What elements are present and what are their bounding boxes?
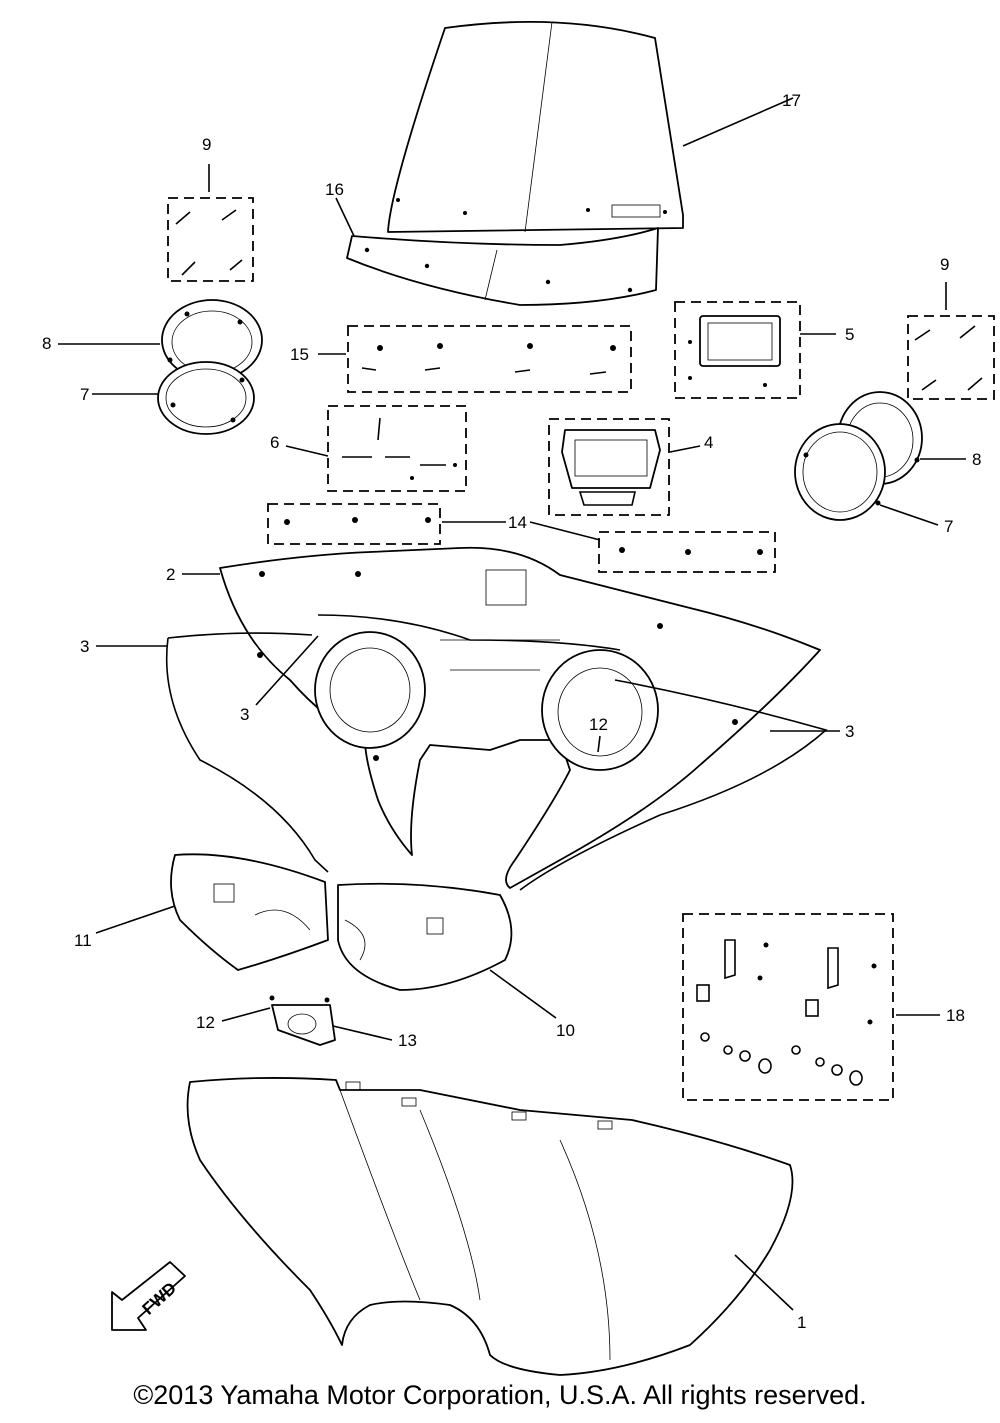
callout-8-left: 8 bbox=[42, 334, 51, 353]
callout-15: 15 bbox=[290, 345, 309, 364]
callout-11: 11 bbox=[74, 931, 92, 950]
callout-2: 2 bbox=[166, 565, 175, 584]
callout-7-left: 7 bbox=[80, 385, 89, 404]
screw-kit-15 bbox=[347, 325, 632, 393]
callout-9-left: 9 bbox=[202, 135, 211, 154]
callout-7-right: 7 bbox=[944, 517, 953, 536]
windshield-part bbox=[387, 21, 684, 233]
callout-12-lower: 12 bbox=[196, 1013, 215, 1032]
grommet-kit-14 bbox=[267, 503, 776, 573]
knee-panel-left bbox=[170, 853, 329, 971]
callout-4: 4 bbox=[704, 433, 713, 452]
callout-17: 17 bbox=[782, 91, 801, 110]
callout-1: 1 bbox=[797, 1313, 806, 1332]
hardware-kit-6 bbox=[327, 405, 467, 492]
callout-13: 13 bbox=[398, 1031, 417, 1050]
callout-3-mid: 3 bbox=[240, 705, 249, 724]
knee-panel-right bbox=[337, 882, 513, 991]
fwd-arrow-icon: FWD bbox=[111, 1261, 186, 1331]
speaker-bracket-13 bbox=[269, 995, 336, 1046]
callout-14: 14 bbox=[508, 513, 527, 532]
callout-8-right: 8 bbox=[972, 450, 981, 469]
fairing-trim-strips bbox=[165, 614, 828, 891]
storage-pocket-kit bbox=[548, 418, 670, 516]
callout-6: 6 bbox=[270, 433, 279, 452]
windshield-trim-part bbox=[346, 227, 659, 306]
callout-labels: 17 16 9 9 8 7 15 5 6 4 8 7 14 2 3 3 3 12… bbox=[42, 91, 981, 1332]
leader-lines bbox=[58, 97, 966, 1311]
speaker-ring-right bbox=[794, 391, 923, 521]
callout-10: 10 bbox=[556, 1021, 575, 1040]
mount-kit-18 bbox=[682, 913, 894, 1101]
screw-kit-right bbox=[907, 315, 995, 400]
callout-9-right: 9 bbox=[940, 255, 949, 274]
callout-3-left: 3 bbox=[80, 637, 89, 656]
display-cover-kit bbox=[674, 301, 801, 399]
speaker-ring-left bbox=[157, 299, 263, 435]
callout-3-right: 3 bbox=[845, 722, 854, 741]
copyright-notice: ©2013 Yamaha Motor Corporation, U.S.A. A… bbox=[133, 1380, 867, 1410]
callout-16: 16 bbox=[325, 180, 344, 199]
callout-5: 5 bbox=[845, 325, 854, 344]
callout-12-upper: 12 bbox=[589, 715, 608, 734]
inner-fairing-part bbox=[219, 546, 821, 889]
callout-18: 18 bbox=[946, 1006, 965, 1025]
screw-kit-left bbox=[167, 197, 254, 282]
outer-fairing-part bbox=[186, 1077, 794, 1376]
